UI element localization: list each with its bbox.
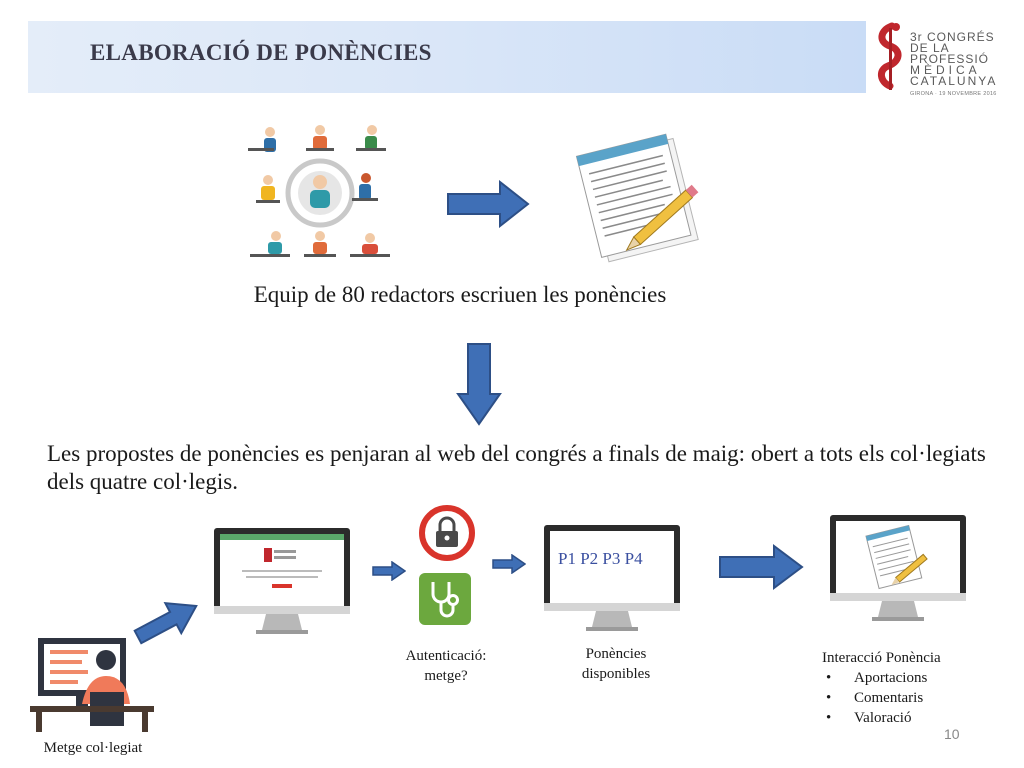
person-icon (306, 125, 334, 151)
lock-icon (419, 505, 475, 561)
auth-label-line-1: Autenticació: (405, 648, 487, 664)
papers-monitor-icon (544, 525, 680, 631)
header-banner (28, 21, 866, 93)
arrow-right-icon (719, 544, 804, 590)
arrow-right-icon (447, 180, 530, 228)
available-label-line-1: Ponències (585, 646, 647, 662)
doctor-computer-icon (30, 638, 154, 732)
interaction-monitor-icon (830, 515, 966, 621)
auth-label: Autenticació: metge? (384, 646, 508, 686)
arrow-right-icon (372, 561, 406, 581)
auth-label-line-2: metge? (424, 668, 468, 684)
document-pencil-icon (575, 133, 699, 263)
slide-title: ELABORACIÓ DE PONÈNCIES (90, 40, 432, 65)
logo-line-4: CATALUNYA (910, 74, 998, 88)
page-number: 10 (944, 726, 960, 742)
interaction-title: Interacció Ponència (822, 650, 941, 666)
logo-line-5: GIRONA · 19 NOVEMBRE 2016 (910, 91, 997, 97)
available-label: Ponències disponibles (556, 644, 676, 684)
logo-line-2: DE LA PROFESSIÓ (910, 41, 990, 66)
papers-screen-text: P1 P2 P3 P4 (558, 549, 643, 568)
logo-line-3: MÈDICA (910, 63, 981, 77)
person-icon (256, 175, 280, 203)
logo-line-1: 3r CONGRÉS (910, 30, 995, 44)
interaction-list: Interacció Ponència Aportacions Comentar… (822, 648, 941, 728)
interaction-item: Valoració (826, 708, 941, 728)
congress-logo: 3r CONGRÉS DE LA PROFESSIÓ MÈDICA CATALU… (866, 18, 998, 97)
person-icon (356, 125, 386, 151)
arrow-diagonal-icon (133, 602, 198, 645)
arrow-down-icon (456, 343, 502, 426)
proposals-text: Les propostes de ponències es penjaran a… (47, 441, 986, 494)
interaction-item: Aportacions (826, 668, 941, 688)
team-caption: Equip de 80 redactors escriuen les ponèn… (253, 282, 667, 307)
person-icon (350, 233, 390, 257)
person-icon (250, 231, 290, 257)
doctor-label: Metge col·legiat (43, 740, 143, 756)
stethoscope-icon (419, 573, 471, 625)
team-writers-illustration (248, 125, 390, 257)
interaction-item: Comentaris (826, 688, 941, 708)
arrow-right-icon (492, 554, 526, 574)
caduceus-icon (878, 22, 902, 90)
available-label-line-2: disponibles (581, 666, 651, 682)
person-icon (248, 127, 276, 152)
person-icon (352, 173, 378, 201)
website-monitor-icon (214, 528, 350, 634)
person-icon (304, 231, 336, 257)
